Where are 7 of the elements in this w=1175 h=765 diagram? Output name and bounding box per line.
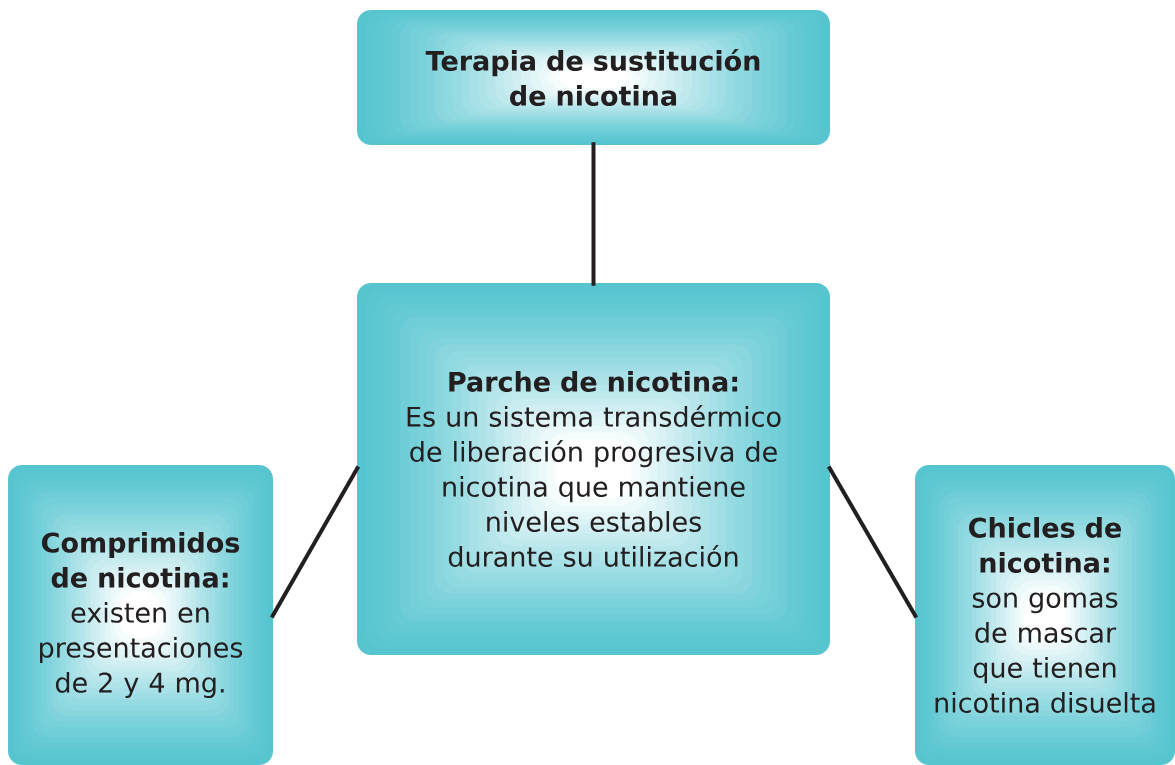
connector-line bbox=[270, 465, 361, 619]
process-box: Chicles de nicotina: son gomas de mascar que tienen nicotina disuelta bbox=[915, 465, 1175, 765]
process-box: Parche de nicotina: Es un sistema transdérmico de liberación progresiva de nicotina que mantiene niveles estables durante su utilización bbox=[357, 283, 830, 655]
connector-line bbox=[591, 142, 596, 286]
process-box: Terapia de sustitución de nicotina bbox=[357, 10, 830, 145]
connector-line bbox=[826, 465, 919, 619]
process-box: Comprimidos de nicotina: existen en presentaciones de 2 y 4 mg. bbox=[8, 465, 273, 765]
